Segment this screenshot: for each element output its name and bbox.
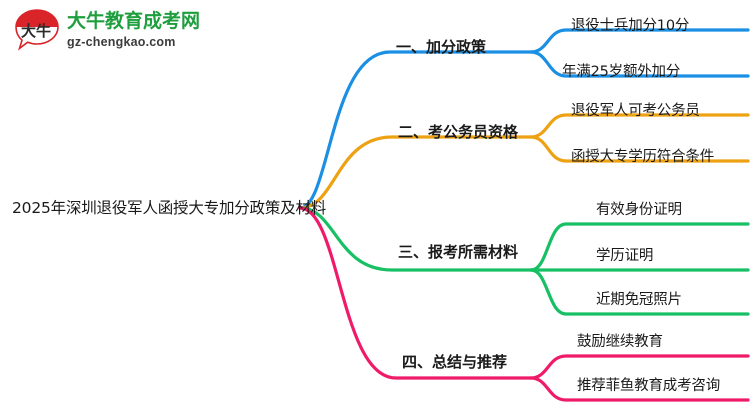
branch-label-3[interactable]: 三、报考所需材料	[398, 243, 519, 261]
leaf-label-3-3[interactable]: 近期免冠照片	[596, 292, 682, 308]
branch-label-4[interactable]: 四、总结与推荐	[402, 353, 508, 371]
leaf-label-2-2[interactable]: 函授大专学历符合条件	[571, 149, 714, 165]
leaf-label-1-1[interactable]: 退役士兵加分10分	[571, 18, 690, 34]
mindmap-root-label: 2025年深圳退役军人函授大专加分政策及材料	[12, 199, 327, 217]
logo-brand-url: gz-chengkao.com	[67, 34, 176, 49]
leaf-label-4-2[interactable]: 推荐菲鱼教育成考咨询	[577, 378, 720, 394]
svg-text:大牛: 大牛	[21, 22, 51, 40]
branch-label-1[interactable]: 一、加分政策	[396, 38, 487, 56]
leaf-label-3-1[interactable]: 有效身份证明	[596, 202, 682, 218]
logo-brand-name: 大牛教育成考网	[67, 9, 201, 32]
leaf-label-3-2[interactable]: 学历证明	[596, 248, 654, 264]
leaf-label-1-2[interactable]: 年满25岁额外加分	[562, 64, 681, 80]
leaf-label-2-1[interactable]: 退役军人可考公务员	[571, 103, 700, 119]
branch-label-2[interactable]: 二、考公务员资格	[398, 123, 519, 141]
leaf-label-4-1[interactable]: 鼓励继续教育	[577, 334, 663, 350]
logo-bubble-icon: 大牛	[14, 8, 60, 52]
site-logo: 大牛 大牛教育成考网 gz-chengkao.com	[14, 8, 200, 52]
logo-text-block: 大牛教育成考网 gz-chengkao.com	[67, 9, 201, 49]
